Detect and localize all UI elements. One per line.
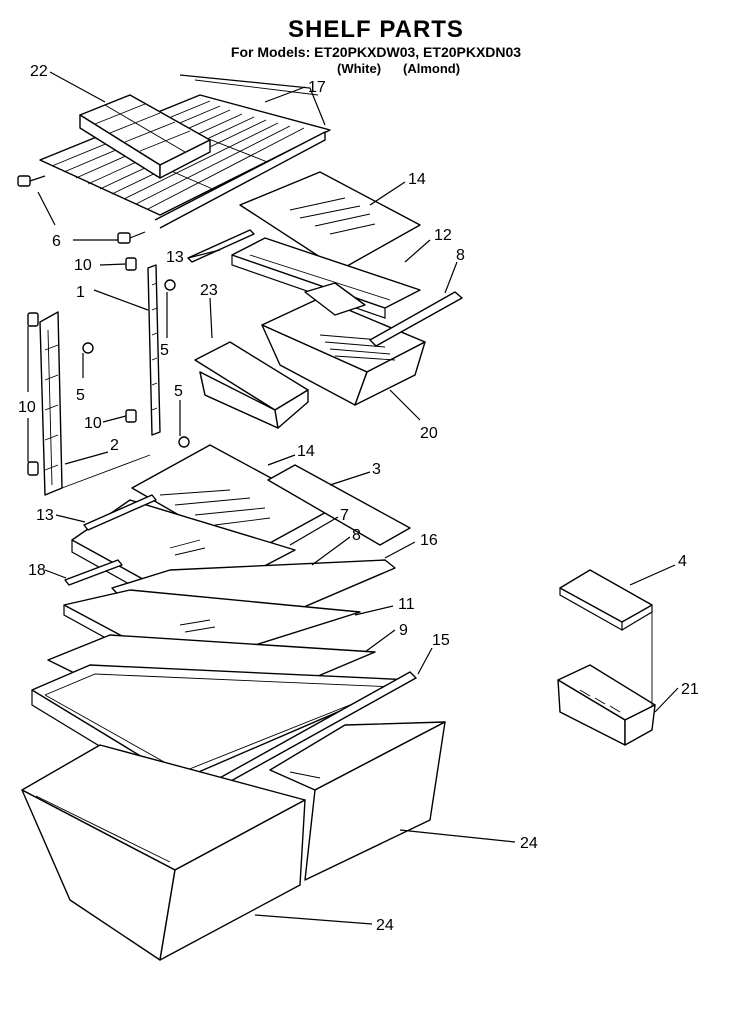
dairy-bin-part-21	[557, 664, 656, 746]
shelf-rail-part-18	[64, 559, 123, 586]
callout-16: 16	[420, 532, 438, 549]
callout-24: 24	[376, 917, 394, 934]
glass-shelf-part-3	[267, 464, 411, 546]
callout-20: 20	[420, 425, 438, 442]
glass-shelf-part-14-upper	[239, 171, 421, 271]
color-white-label: (White)	[337, 61, 382, 76]
callout-23: 23	[200, 282, 218, 299]
callout-14: 14	[408, 171, 426, 188]
callout-22: 22	[30, 63, 48, 80]
callout-2: 2	[110, 437, 119, 454]
callout-labels: 22 17 6 14 13 12 8 10 1 23 5 5 5 10 10 2…	[18, 63, 699, 934]
door-bin-part-23	[194, 341, 309, 429]
callout-10: 10	[74, 257, 92, 274]
callout-18: 18	[28, 562, 46, 579]
color-almond-label: (Almond)	[403, 61, 461, 76]
crisper-drawer-part-24-right	[269, 721, 446, 881]
diagram-title: SHELF PARTS	[288, 16, 464, 43]
models-line: For Models: ET20PKXDW03, ET20PKXDN03	[230, 44, 522, 60]
callout-3: 3	[372, 461, 381, 478]
shelf-ladder-part-1	[147, 264, 161, 436]
leader-lines	[27, 71, 679, 925]
callout-21: 21	[681, 681, 699, 698]
callout-9: 9	[399, 622, 408, 639]
callout-5: 5	[174, 383, 183, 400]
callout-1: 1	[76, 284, 85, 301]
shelf-rail-part-13-middle	[83, 494, 157, 531]
callout-8: 8	[456, 247, 465, 264]
callout-13: 13	[36, 507, 54, 524]
shelf-bolt-part-6	[17, 175, 146, 244]
ice-tray-part-22	[79, 94, 211, 179]
crisper-drawer-part-24-left	[21, 744, 306, 961]
screws-part-5	[82, 279, 190, 448]
callout-7: 7	[340, 507, 349, 524]
callout-8: 8	[352, 527, 361, 544]
callout-4: 4	[678, 553, 687, 570]
callout-17: 17	[308, 79, 326, 96]
pan-rail-part-8-upper	[369, 291, 463, 347]
callout-10: 10	[18, 399, 36, 416]
callout-24: 24	[520, 835, 538, 852]
shelf-ladder-part-2	[39, 311, 63, 496]
callout-5: 5	[160, 342, 169, 359]
callout-10: 10	[84, 415, 102, 432]
snack-pan-part-20	[261, 282, 426, 406]
callout-14: 14	[297, 443, 315, 460]
callout-5: 5	[76, 387, 85, 404]
callout-6: 6	[52, 233, 61, 250]
callout-11: 11	[398, 596, 415, 613]
callout-13: 13	[166, 249, 184, 266]
clips-part-10	[27, 257, 137, 476]
callout-15: 15	[432, 632, 450, 649]
dairy-door-part-4	[559, 569, 653, 632]
callout-12: 12	[434, 227, 452, 244]
